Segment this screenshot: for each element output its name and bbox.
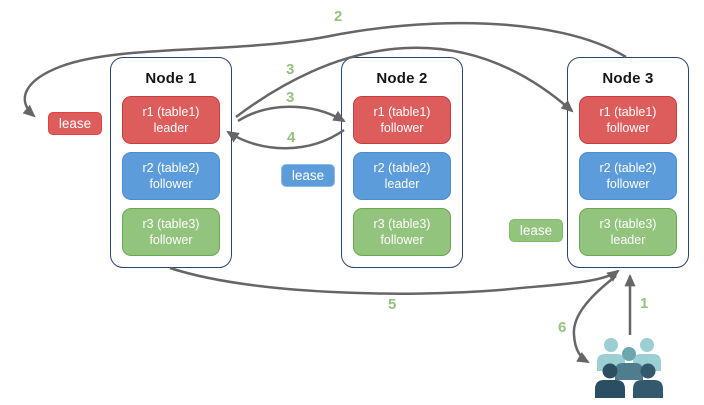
replica-role: leader <box>384 177 420 191</box>
node-title: Node 3 <box>602 70 654 87</box>
replica-role: follower <box>606 121 650 135</box>
arrow-4-node2-to-node1 <box>226 128 345 150</box>
step-label-1: 1 <box>640 295 649 312</box>
replica-name: r3 (table3) <box>373 216 431 231</box>
step-label-5: 5 <box>388 296 397 313</box>
node-1: Node 1 r1 (table1) leader r2 (table2) fo… <box>110 57 232 268</box>
replica-n3-r1: r1 (table1) follower <box>579 96 677 144</box>
node-title: Node 2 <box>376 70 428 87</box>
replica-role: leader <box>610 233 646 247</box>
step-label-2: 2 <box>334 8 343 25</box>
replica-n1-r2: r2 (table2) follower <box>122 152 220 200</box>
replica-name: r2 (table2) <box>142 160 200 175</box>
node-2: Node 2 r1 (table1) follower r2 (table2) … <box>341 57 463 268</box>
arrow-3-node1-to-node2 <box>237 105 346 123</box>
replica-role: leader <box>153 121 189 135</box>
lease-badge-red: lease <box>48 112 102 135</box>
replica-name: r3 (table3) <box>599 216 657 231</box>
arrow-6-node3-to-users <box>572 275 617 364</box>
replica-name: r2 (table2) <box>599 160 657 175</box>
node-3: Node 3 r1 (table1) follower r2 (table2) … <box>567 57 689 268</box>
users-icon <box>595 338 663 398</box>
replica-n1-r3: r3 (table3) follower <box>122 208 220 256</box>
lease-badge-green: lease <box>509 219 563 242</box>
replica-role: follower <box>149 233 193 247</box>
replica-role: follower <box>380 121 424 135</box>
lease-badge-blue: lease <box>281 164 335 187</box>
replica-name: r1 (table1) <box>373 104 431 119</box>
replica-n3-r2: r2 (table2) follower <box>579 152 677 200</box>
replica-n2-r2: r2 (table2) leader <box>353 152 451 200</box>
replica-role: follower <box>149 177 193 191</box>
replica-n2-r1: r1 (table1) follower <box>353 96 451 144</box>
replica-role: follower <box>380 233 424 247</box>
replica-n2-r3: r3 (table3) follower <box>353 208 451 256</box>
replica-name: r3 (table3) <box>142 216 200 231</box>
step-label-3a: 3 <box>286 61 295 78</box>
replica-n3-r3: r3 (table3) leader <box>579 208 677 256</box>
replica-role: follower <box>606 177 650 191</box>
replica-n1-r1: r1 (table1) leader <box>122 96 220 144</box>
arrow-5-node1-to-node3 <box>169 266 620 295</box>
replica-name: r2 (table2) <box>373 160 431 175</box>
node-title: Node 1 <box>145 70 197 87</box>
step-label-6: 6 <box>558 319 567 336</box>
step-label-4: 4 <box>287 129 296 146</box>
replica-name: r1 (table1) <box>599 104 657 119</box>
replica-name: r1 (table1) <box>142 104 200 119</box>
step-label-3b: 3 <box>286 89 295 106</box>
